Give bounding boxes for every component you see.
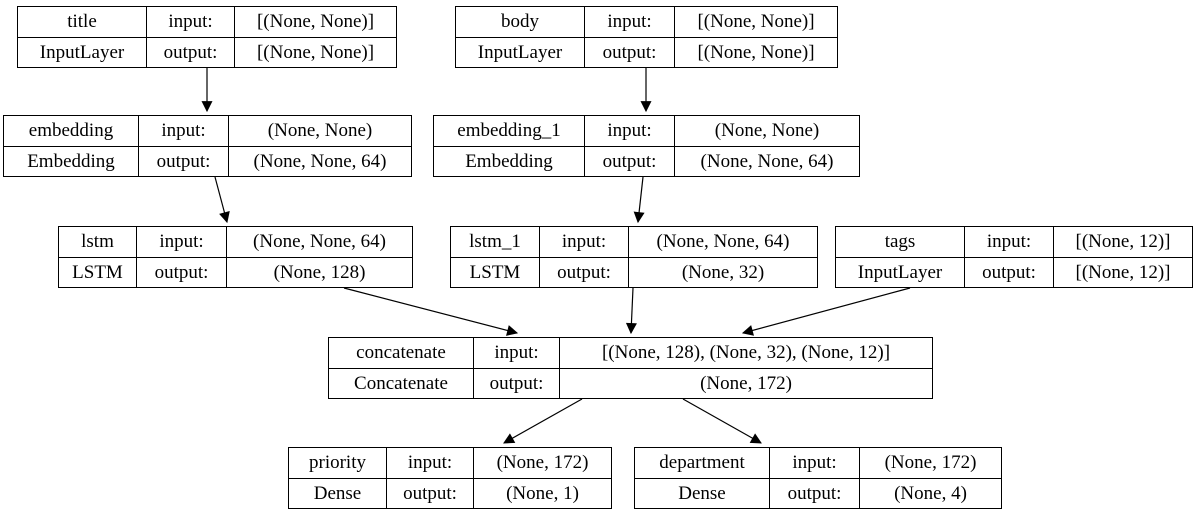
- layer-type: InputLayer: [836, 257, 964, 287]
- node-concatenate: concatenate input: [(None, 128), (None, …: [328, 337, 933, 399]
- layer-name: priority: [309, 452, 366, 473]
- input-label: input:: [138, 116, 228, 146]
- layer-name: embedding_1: [457, 120, 561, 141]
- node-title: title input: [(None, None)] InputLayer o…: [17, 6, 397, 68]
- layer-name: embedding: [28, 120, 114, 141]
- input-shape: (None, None, 64): [628, 227, 817, 257]
- layer-name: lstm_1: [469, 231, 521, 252]
- output-label: output:: [584, 37, 674, 67]
- output-shape: (None, 172): [559, 368, 932, 398]
- edge-embedding_1-lstm_1: [633, 176, 645, 224]
- layer-type: LSTM: [451, 257, 539, 287]
- input-label: input:: [584, 116, 674, 146]
- input-shape: (None, 172): [859, 448, 1001, 478]
- node-embedding: embedding input: (None, None) Embedding …: [3, 115, 412, 177]
- edge-lstm_1-concatenate: [625, 287, 637, 335]
- edge-tags-concatenate: [741, 287, 911, 336]
- layer-type: Dense: [635, 478, 769, 508]
- node-priority: priority input: (None, 172) Dense output…: [288, 447, 612, 509]
- output-shape: (None, 4): [859, 478, 1001, 508]
- input-shape: [(None, None)]: [234, 7, 396, 37]
- output-label: output:: [539, 257, 628, 287]
- layer-name: tags: [884, 231, 916, 252]
- output-shape: [(None, 12)]: [1053, 257, 1192, 287]
- edge-concatenate-department: [682, 398, 762, 444]
- output-label: output:: [138, 146, 228, 176]
- input-shape: [(None, 12)]: [1053, 227, 1192, 257]
- edge-lstm-concatenate: [343, 287, 519, 336]
- edge-embedding-lstm: [214, 176, 230, 224]
- output-shape: [(None, None)]: [674, 37, 837, 67]
- input-shape: (None, None): [674, 116, 859, 146]
- layer-type: Embedding: [4, 146, 138, 176]
- layer-type: Dense: [289, 478, 386, 508]
- input-label: input:: [136, 227, 226, 257]
- output-shape: (None, None, 64): [228, 146, 411, 176]
- layer-type: InputLayer: [18, 37, 146, 67]
- output-label: output:: [473, 368, 559, 398]
- layer-type: Concatenate: [329, 368, 473, 398]
- input-label: input:: [964, 227, 1053, 257]
- input-label: input:: [539, 227, 628, 257]
- output-label: output:: [136, 257, 226, 287]
- output-shape: (None, 1): [473, 478, 611, 508]
- node-lstm_1: lstm_1 input: (None, None, 64) LSTM outp…: [450, 226, 818, 288]
- input-label: input:: [473, 338, 559, 368]
- node-body: body input: [(None, None)] InputLayer ou…: [455, 6, 838, 68]
- output-label: output:: [146, 37, 234, 67]
- layer-type: LSTM: [59, 257, 136, 287]
- input-shape: (None, None): [228, 116, 411, 146]
- output-label: output:: [584, 146, 674, 176]
- output-shape: [(None, None)]: [234, 37, 396, 67]
- output-label: output:: [769, 478, 859, 508]
- layer-name: concatenate: [356, 342, 446, 363]
- output-shape: (None, 32): [628, 257, 817, 287]
- edge-concatenate-priority: [503, 398, 583, 444]
- output-label: output:: [386, 478, 473, 508]
- layer-name: title: [67, 11, 97, 32]
- output-label: output:: [964, 257, 1053, 287]
- layer-name: body: [501, 11, 539, 32]
- node-tags: tags input: [(None, 12)] InputLayer outp…: [835, 226, 1193, 288]
- input-label: input:: [386, 448, 473, 478]
- input-shape: [(None, 128), (None, 32), (None, 12)]: [559, 338, 932, 368]
- input-label: input:: [146, 7, 234, 37]
- layer-type: InputLayer: [456, 37, 584, 67]
- input-shape: (None, 172): [473, 448, 611, 478]
- input-shape: (None, None, 64): [226, 227, 412, 257]
- input-label: input:: [584, 7, 674, 37]
- layer-type: Embedding: [434, 146, 584, 176]
- layer-name: department: [659, 452, 745, 473]
- node-department: department input: (None, 172) Dense outp…: [634, 447, 1002, 509]
- input-shape: [(None, None)]: [674, 7, 837, 37]
- output-shape: (None, None, 64): [674, 146, 859, 176]
- node-embedding_1: embedding_1 input: (None, None) Embeddin…: [433, 115, 860, 177]
- node-lstm: lstm input: (None, None, 64) LSTM output…: [58, 226, 413, 288]
- layer-name: lstm: [81, 231, 114, 252]
- input-label: input:: [769, 448, 859, 478]
- output-shape: (None, 128): [226, 257, 412, 287]
